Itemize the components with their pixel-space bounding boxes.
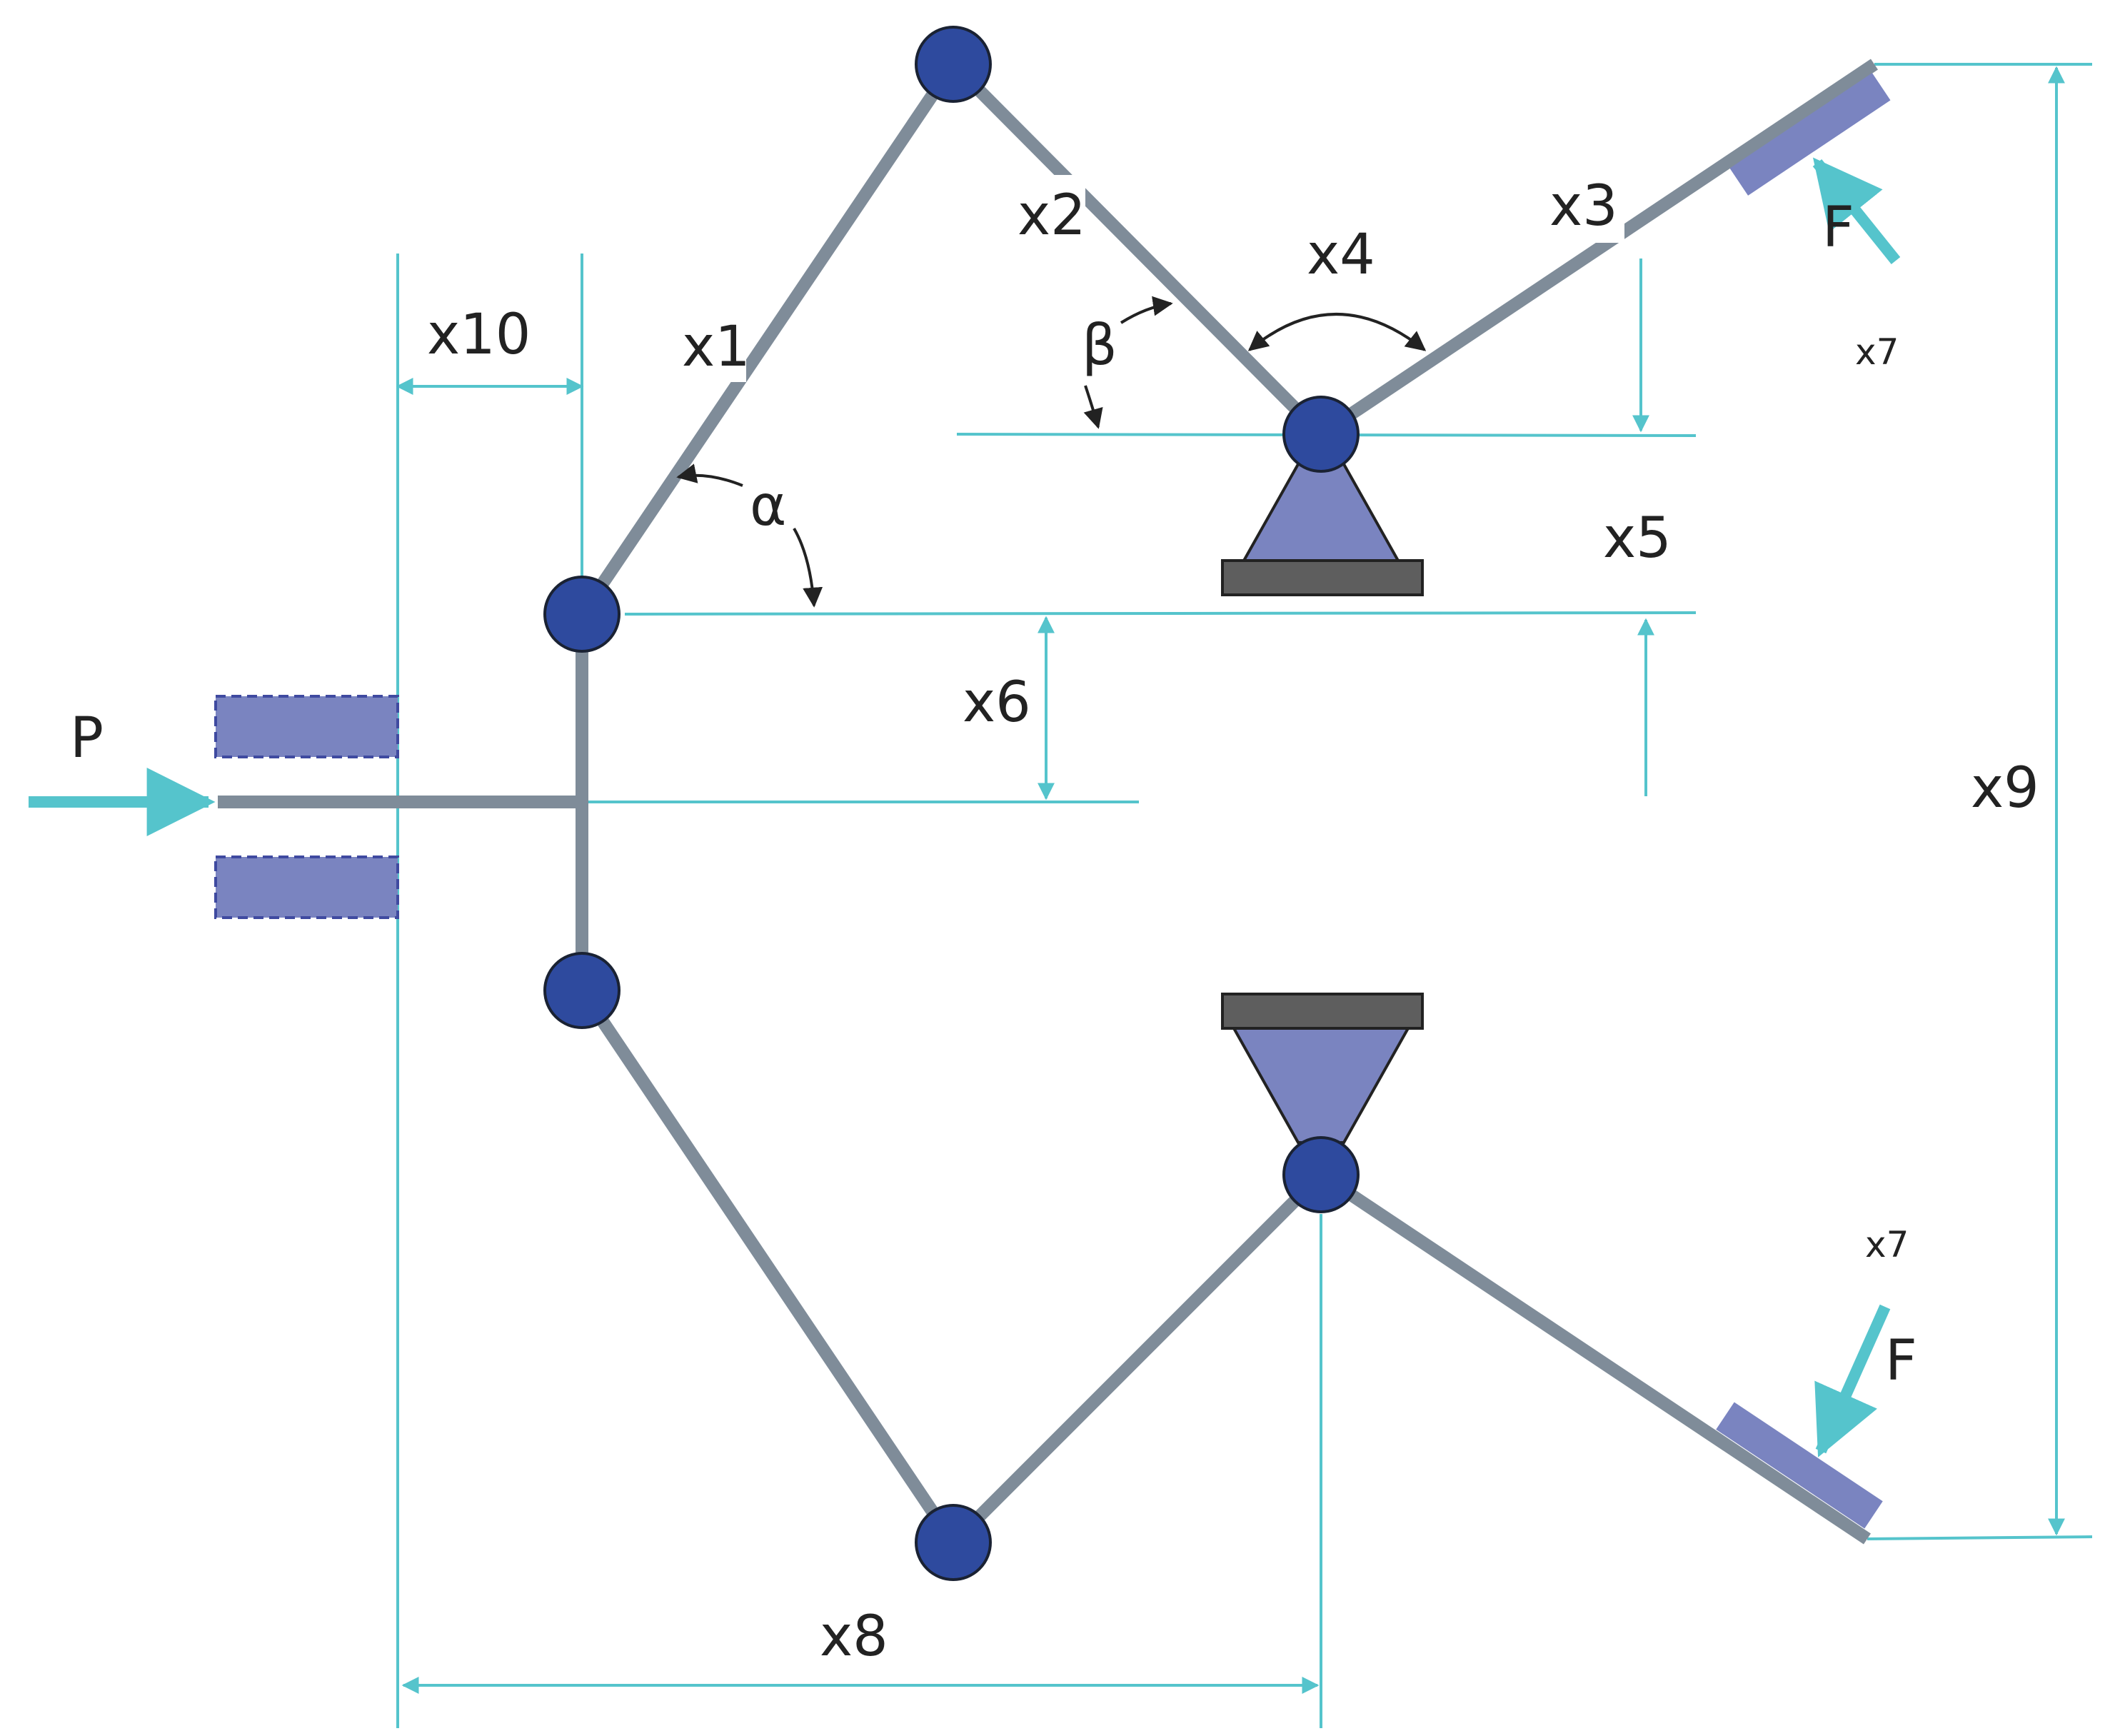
angle-x4-arc [1247, 313, 1427, 351]
link-lower-right [948, 1170, 1326, 1547]
label-x8: x8 [820, 1605, 888, 1669]
label-x7-top: x7 [1855, 331, 1899, 373]
force-arrow-lower [1814, 1304, 1891, 1457]
joint-slider-upper [543, 576, 621, 653]
joints [543, 26, 1360, 1581]
label-x6: x6 [963, 671, 1031, 735]
joint-apex-lower [915, 1504, 992, 1581]
label-x5: x5 [1603, 506, 1672, 571]
label-x10: x10 [427, 303, 531, 367]
guide-block-upper [214, 695, 399, 758]
joint-apex-upper [915, 26, 992, 103]
angle-beta-arc-top [1120, 296, 1173, 324]
support-lower-triangle [1231, 1027, 1411, 1144]
force-arrow-upper [1812, 157, 1901, 265]
angle-beta-arc-bottom [1083, 385, 1103, 429]
jaw-pad-lower [1716, 1402, 1883, 1529]
linkage [576, 59, 1879, 1547]
label-x3: x3 [1549, 174, 1618, 239]
angle-indicators [676, 296, 1427, 608]
joint-slider-lower [543, 952, 621, 1029]
reference-line-middle [624, 611, 1697, 616]
angle-alpha-arc-top [676, 463, 743, 487]
extension-line-x9-bottom [1867, 1535, 2093, 1540]
label-push-force: P [70, 706, 104, 771]
support-upper-triangle [1241, 463, 1401, 562]
dimension-lines [396, 63, 2093, 1728]
jaw-lower [1317, 1169, 1871, 1545]
label-beta: β [1082, 313, 1117, 378]
label-gap-x1 [682, 314, 746, 382]
label-x7-bottom: x7 [1865, 1224, 1909, 1265]
angle-alpha-arc-bottom [793, 528, 823, 608]
label-gap-x3 [1546, 171, 1624, 243]
label-alpha: α [750, 474, 786, 538]
label-gap-x2 [1014, 175, 1085, 254]
label-force-lower: F [1885, 1329, 1917, 1393]
support-lower-base [1221, 993, 1424, 1030]
label-x4: x4 [1307, 223, 1375, 287]
jaw-pad-upper [1729, 73, 1891, 196]
link-x2 [948, 59, 1326, 439]
label-x2: x2 [1018, 184, 1086, 248]
label-x9: x9 [1971, 756, 2039, 821]
label-x1: x1 [682, 315, 750, 379]
joint-pivot-lower [1282, 1136, 1360, 1213]
joint-pivot-upper [1282, 396, 1360, 473]
label-force-upper: F [1822, 196, 1854, 260]
jaw-upper [1317, 59, 1879, 440]
guide-block-lower [214, 856, 399, 919]
link-lower-left [576, 986, 959, 1547]
link-x1 [576, 60, 959, 618]
support-upper-base [1221, 559, 1424, 596]
